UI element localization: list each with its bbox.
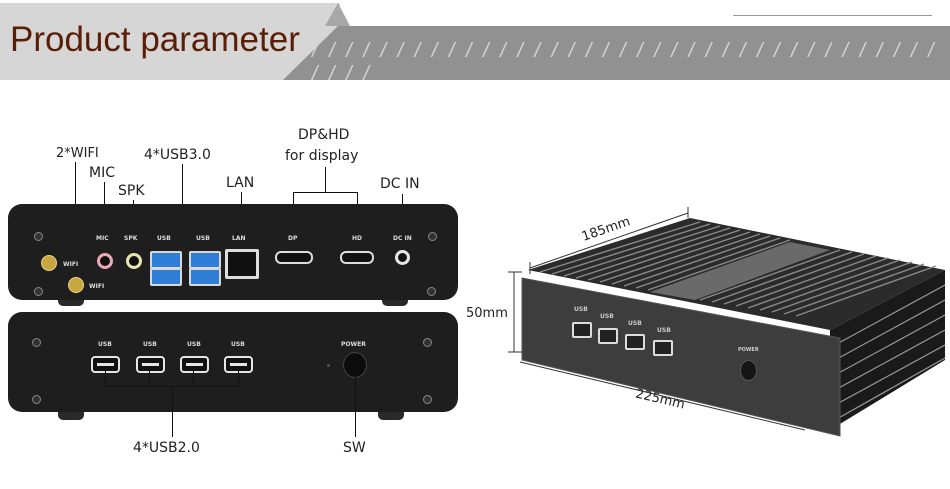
screw-icon [34,287,43,296]
callout-usb3: 4*USB3.0 [144,147,211,163]
screw-icon [423,338,432,347]
port-label-wifi1: WIFI [63,261,79,268]
port-label-usb-a: USB [157,235,171,242]
dc-power-jack-icon [395,250,410,265]
ethernet-port-icon [225,249,259,279]
case-usb-port-icon [653,340,673,356]
usb3-port-icon [150,268,182,286]
callout-usb2: 4*USB2.0 [133,440,200,456]
page-title: Product parameter [10,20,300,59]
callout-spk: SPK [118,183,145,199]
callout-display-line1: DP&HD [298,127,350,143]
front-port-label-usb: USB [98,341,112,348]
wifi-antenna-connector-icon [68,277,84,293]
leader-display-stem [325,167,326,192]
callout-dcin: DC IN [380,176,420,192]
power-led-icon [327,364,330,367]
leader-usb3-stem [182,164,183,224]
leader-usb2-2 [149,370,150,386]
hdmi-port-icon [340,251,374,264]
screw-icon [34,232,43,241]
port-label-lan: LAN [232,235,246,242]
header-dark-band [283,26,950,80]
screw-icon [32,338,41,347]
front-port-label-usb: USB [231,341,245,348]
speaker-jack-icon [126,253,142,269]
port-label-usb-b: USB [196,235,210,242]
case-usb-label: USB [628,320,642,327]
mic-jack-icon [97,253,113,269]
case-usb-port-icon [598,328,618,344]
port-label-wifi2: WIFI [89,283,105,290]
header-slash-decoration: / / / / / / / / / / / / / / / / / / / / … [312,40,937,85]
case-usb-port-icon [625,334,645,350]
port-label-spk: SPK [124,235,138,242]
leader-display-bar [293,192,358,193]
leader-sw [355,377,356,437]
leader-usb2-4 [238,370,239,386]
usb3-port-icon [150,251,182,269]
front-port-label-usb: USB [143,341,157,348]
usb2-port-icon [136,356,165,373]
leader-usb2-3 [193,370,194,386]
port-label-mic: MIC [96,235,109,242]
header-divider-line [733,15,932,16]
displayport-port-icon [275,251,313,264]
header-triangle-accent [325,3,350,26]
case-usb-label: USB [657,327,671,334]
port-label-dp: DP [288,235,298,242]
case-usb-label: USB [600,313,614,320]
callout-sw: SW [343,440,366,456]
case-usb-port-icon [572,322,592,338]
callout-lan: LAN [226,175,255,191]
usb2-port-icon [180,356,209,373]
case-usb-label: USB [574,306,588,313]
callout-display-line2: for display [285,148,359,164]
screw-icon [427,287,436,296]
usb3-port-icon [189,251,221,269]
power-button[interactable] [343,352,367,378]
power-label: POWER [341,341,366,348]
port-label-dcin: DC IN [393,235,412,242]
leader-usb2-stem [172,386,173,437]
callout-mic: MIC [89,165,115,181]
case-power-button [740,360,757,381]
wifi-antenna-connector-icon [41,255,57,271]
usb3-port-icon [189,268,221,286]
screw-icon [32,395,41,404]
heatsink-case-illustration [508,207,946,437]
dimension-height: 50mm [466,306,508,321]
port-label-hd: HD [352,235,363,242]
callout-wifi: 2*WIFI [56,146,99,161]
front-port-label-usb: USB [187,341,201,348]
case-power-label: POWER [738,347,759,353]
header-light-band [0,3,340,80]
screw-icon [428,232,437,241]
leader-usb2-1 [105,370,106,386]
screw-icon [423,395,432,404]
